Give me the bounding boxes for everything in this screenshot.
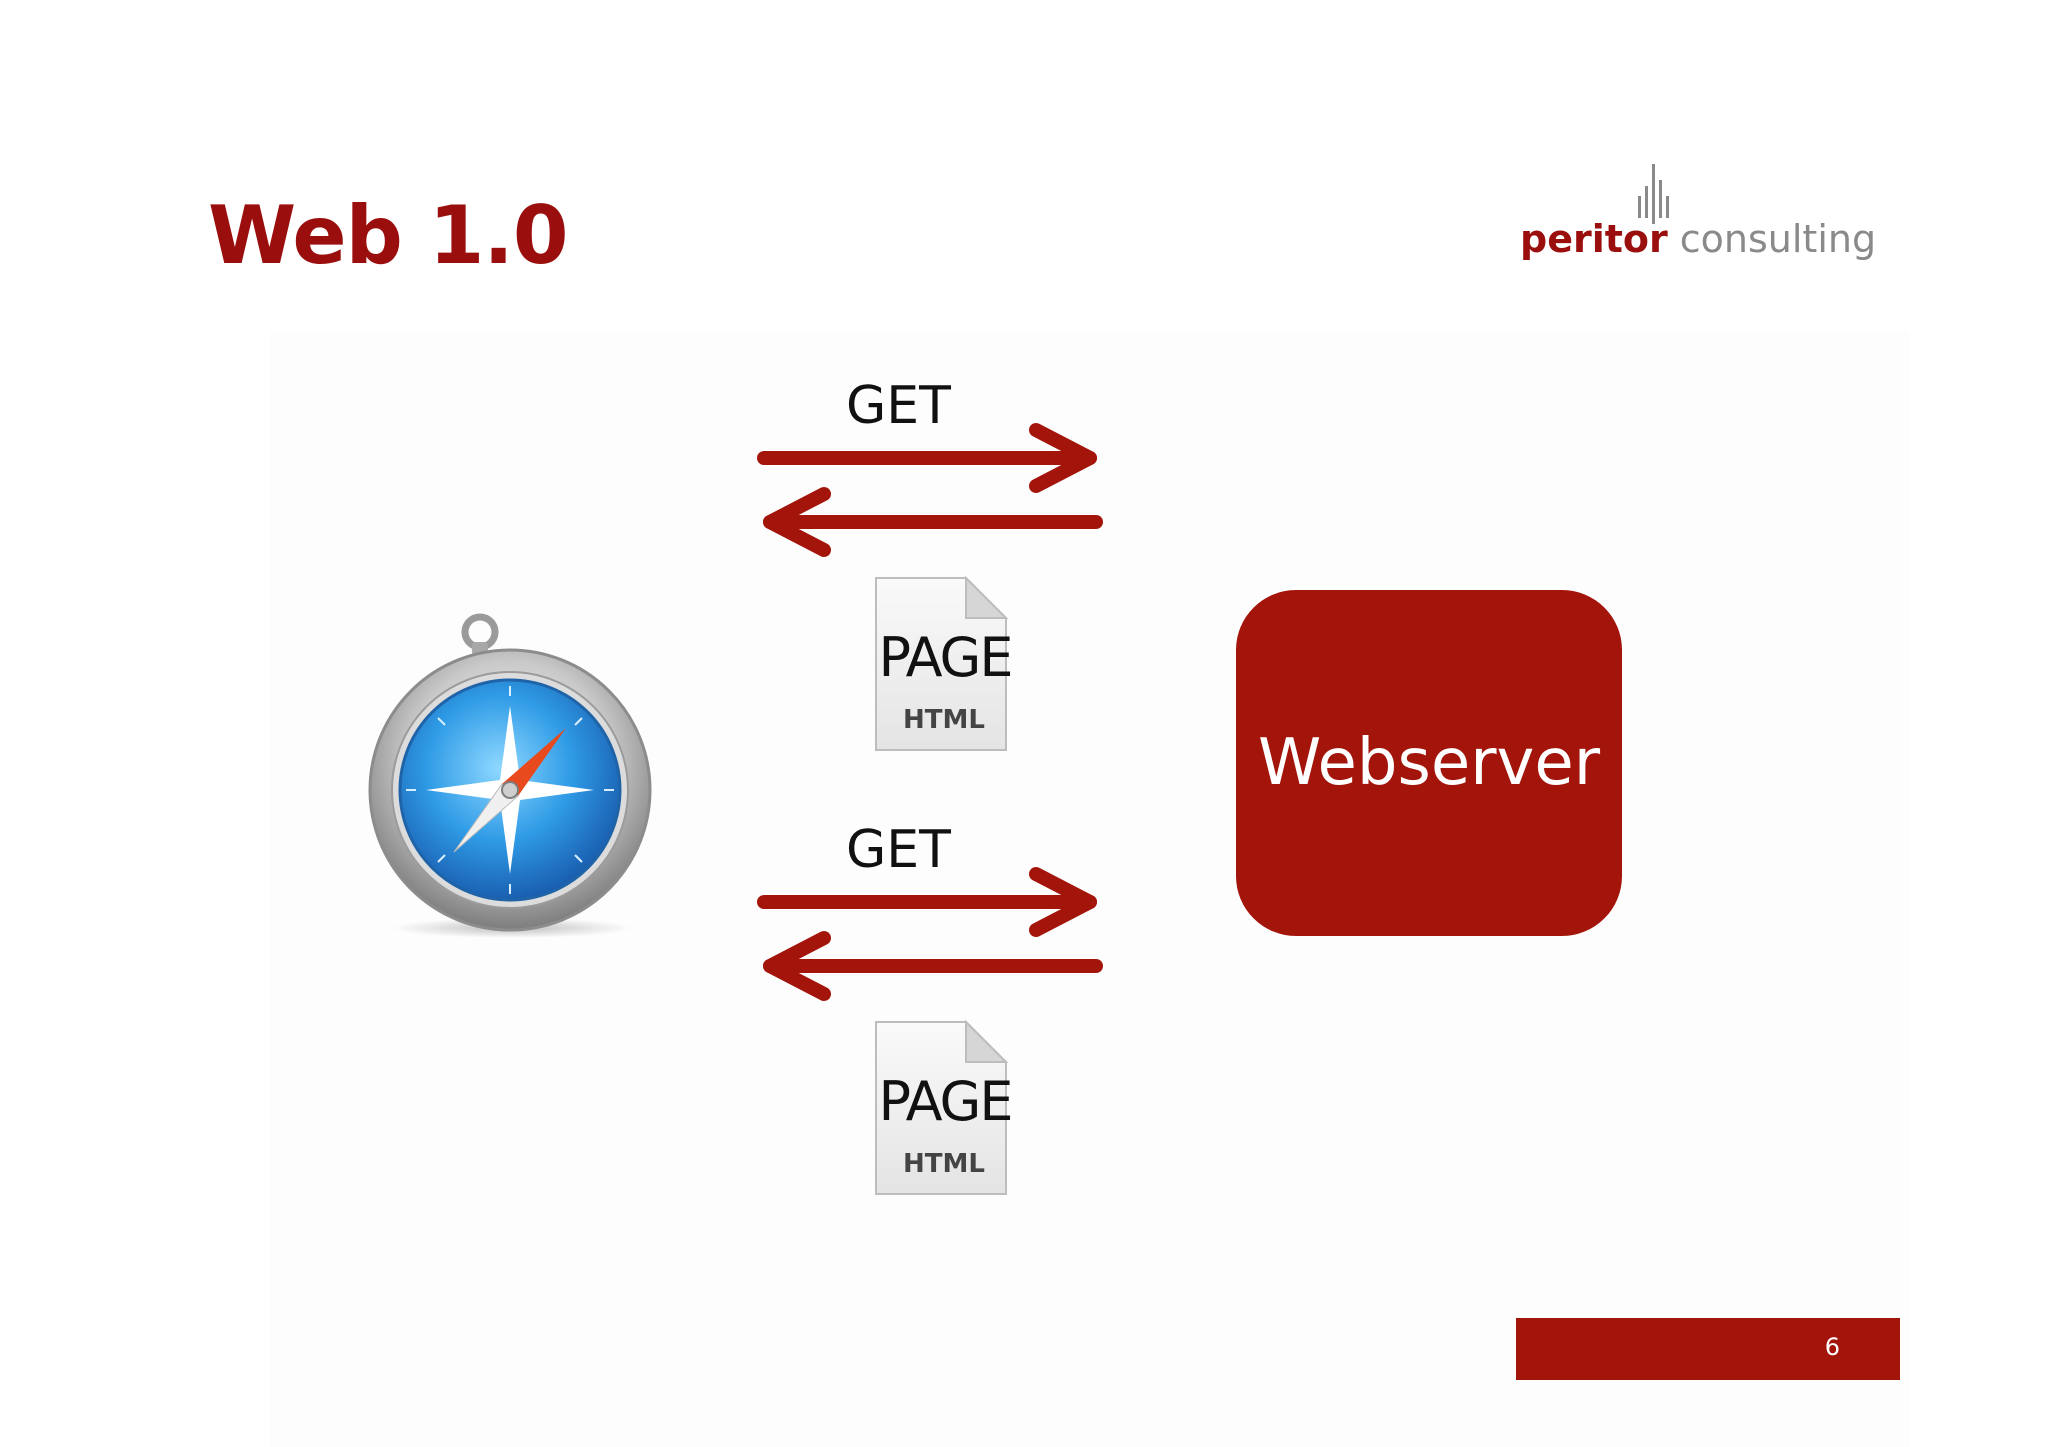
logo-brand: peritor: [1520, 217, 1668, 261]
request-response-arrows: [757, 423, 1103, 1001]
document-icon: [875, 575, 1009, 751]
slide-title: Web 1.0: [208, 189, 568, 282]
request-arrow-1: [757, 423, 1097, 493]
bar-mark-icon: [1638, 164, 1669, 224]
file-type-label: HTML: [903, 1149, 985, 1179]
html-page-1: PAGE HTML: [874, 574, 1024, 764]
request-arrow-2: [757, 867, 1097, 937]
logo-suffix: consulting: [1679, 217, 1877, 261]
html-page-2: PAGE HTML: [874, 1018, 1024, 1208]
get-label-1: GET: [846, 376, 951, 436]
get-label-2: GET: [846, 820, 951, 880]
page-number: 6: [1824, 1333, 1840, 1361]
file-type-label: HTML: [903, 705, 985, 735]
page-label: PAGE: [878, 1070, 1013, 1133]
page-number-bar: 6: [1516, 1318, 1900, 1380]
webserver-box: Webserver: [1236, 590, 1622, 936]
response-arrow-1: [763, 487, 1103, 557]
page-label: PAGE: [878, 626, 1013, 689]
webserver-label: Webserver: [1257, 726, 1601, 800]
document-icon: [875, 1019, 1009, 1195]
response-arrow-2: [763, 931, 1103, 1001]
safari-compass-icon: [368, 613, 652, 938]
